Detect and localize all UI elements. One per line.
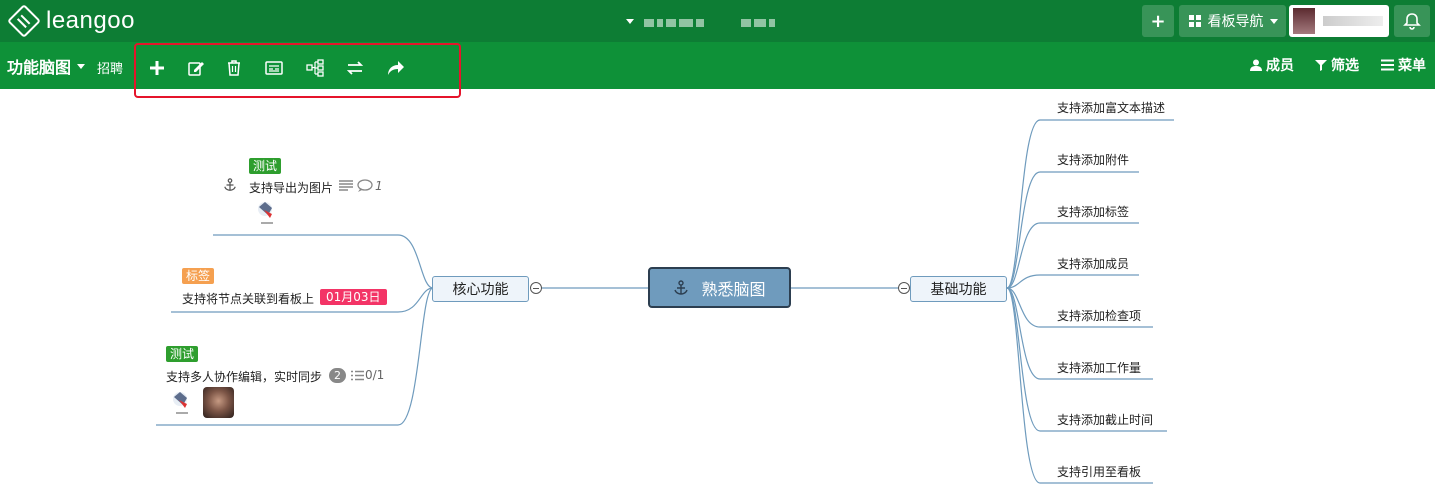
avatar[interactable]	[203, 387, 234, 418]
share-icon	[388, 61, 404, 75]
board-switcher[interactable]	[626, 12, 778, 31]
chevron-down-icon	[626, 19, 634, 24]
avatar	[1293, 8, 1315, 34]
description-icon	[339, 180, 353, 191]
menu-label: 菜单	[1398, 58, 1426, 74]
board-toolbar: 功能脑图 招聘 成员 筛选 菜单	[0, 42, 1435, 98]
board-name-redacted	[644, 12, 778, 31]
board-nav-button[interactable]: 看板导航	[1179, 5, 1286, 37]
delete-node-button[interactable]	[222, 56, 246, 80]
board-title-text: 功能脑图	[7, 58, 72, 77]
label-tag: 测试	[249, 158, 282, 174]
add-button[interactable]: +	[1142, 5, 1174, 37]
workload-badge: 2	[329, 368, 346, 383]
child-node-export-image[interactable]: 支持导出为图片	[249, 181, 334, 195]
child-node[interactable]: 支持添加成员	[1057, 257, 1130, 271]
label-tag: 测试	[166, 346, 199, 362]
comment-count: 1	[375, 179, 383, 193]
notifications-button[interactable]	[1394, 5, 1430, 37]
members-label: 成员	[1266, 58, 1294, 74]
trash-icon	[228, 60, 240, 76]
share-button[interactable]	[384, 56, 408, 80]
child-node[interactable]: 支持添加检查项	[1057, 309, 1142, 323]
add-node-button[interactable]	[145, 56, 169, 80]
checklist-progress: 0/1	[365, 368, 385, 382]
central-node[interactable]: 熟悉脑图	[648, 267, 791, 308]
anchor-icon	[224, 178, 236, 191]
chevron-down-icon	[77, 63, 86, 69]
label-tag: 标签	[182, 268, 215, 284]
swap-icon	[346, 61, 364, 75]
node-detail-button[interactable]	[262, 56, 286, 80]
collapse-toggle[interactable]	[898, 282, 910, 294]
user-icon	[1250, 59, 1262, 71]
child-node[interactable]: 支持添加截止时间	[1057, 413, 1154, 427]
child-node[interactable]: 支持添加附件	[1057, 153, 1130, 167]
board-category[interactable]: 招聘	[97, 62, 124, 77]
collapse-toggle[interactable]	[530, 282, 542, 294]
avatar[interactable]	[168, 388, 196, 418]
child-node[interactable]: 支持添加富文本描述	[1057, 101, 1166, 115]
comment-icon	[357, 179, 373, 192]
user-name-redacted	[1323, 16, 1383, 26]
menu-button[interactable]: 菜单	[1381, 55, 1426, 75]
child-node[interactable]: 支持添加工作量	[1057, 361, 1142, 375]
top-bar: leangoo + 看板导航	[0, 0, 1435, 42]
filter-label: 筛选	[1331, 58, 1359, 74]
board-nav-label: 看板导航	[1207, 14, 1264, 30]
branch-node-basic[interactable]: 基础功能	[910, 276, 1007, 302]
central-node-label: 熟悉脑图	[701, 279, 766, 299]
child-node[interactable]: 支持添加标签	[1057, 205, 1130, 219]
anchor-icon	[674, 279, 689, 295]
grid-icon	[1188, 15, 1201, 27]
due-date-badge: 01月03日	[320, 289, 387, 305]
child-node-link-board[interactable]: 支持将节点关联到看板上	[182, 292, 315, 306]
mindmap-canvas[interactable]: 熟悉脑图 核心功能 基础功能 测试 支持导出为图片 1 标签 支持将节点关联到看…	[0, 89, 1435, 493]
members-button[interactable]: 成员	[1250, 55, 1294, 75]
hamburger-icon	[1381, 59, 1394, 71]
mindmap-connectors	[156, 119, 1174, 484]
hierarchy-icon	[306, 59, 324, 77]
avatar[interactable]	[253, 198, 281, 228]
bell-icon	[1403, 13, 1421, 30]
filter-button[interactable]: 筛选	[1315, 55, 1359, 75]
filter-icon	[1315, 60, 1327, 71]
logo-icon	[7, 4, 41, 38]
checklist-icon	[351, 370, 364, 381]
mindmap-toolbar	[134, 43, 461, 98]
child-node-collab[interactable]: 支持多人协作编辑，实时同步	[166, 370, 323, 384]
logo-text: leangoo	[46, 7, 135, 34]
structure-button[interactable]	[303, 56, 327, 80]
app-logo[interactable]: leangoo	[7, 4, 135, 38]
plus-icon	[150, 61, 164, 75]
chevron-down-icon	[1269, 18, 1278, 24]
edit-node-button[interactable]	[184, 56, 208, 80]
board-title[interactable]: 功能脑图	[7, 54, 86, 78]
edit-icon	[188, 62, 204, 76]
swap-button[interactable]	[343, 56, 367, 80]
user-menu[interactable]	[1289, 5, 1389, 37]
child-node[interactable]: 支持引用至看板	[1057, 465, 1142, 479]
branch-node-core[interactable]: 核心功能	[432, 276, 529, 302]
card-icon	[265, 61, 283, 75]
